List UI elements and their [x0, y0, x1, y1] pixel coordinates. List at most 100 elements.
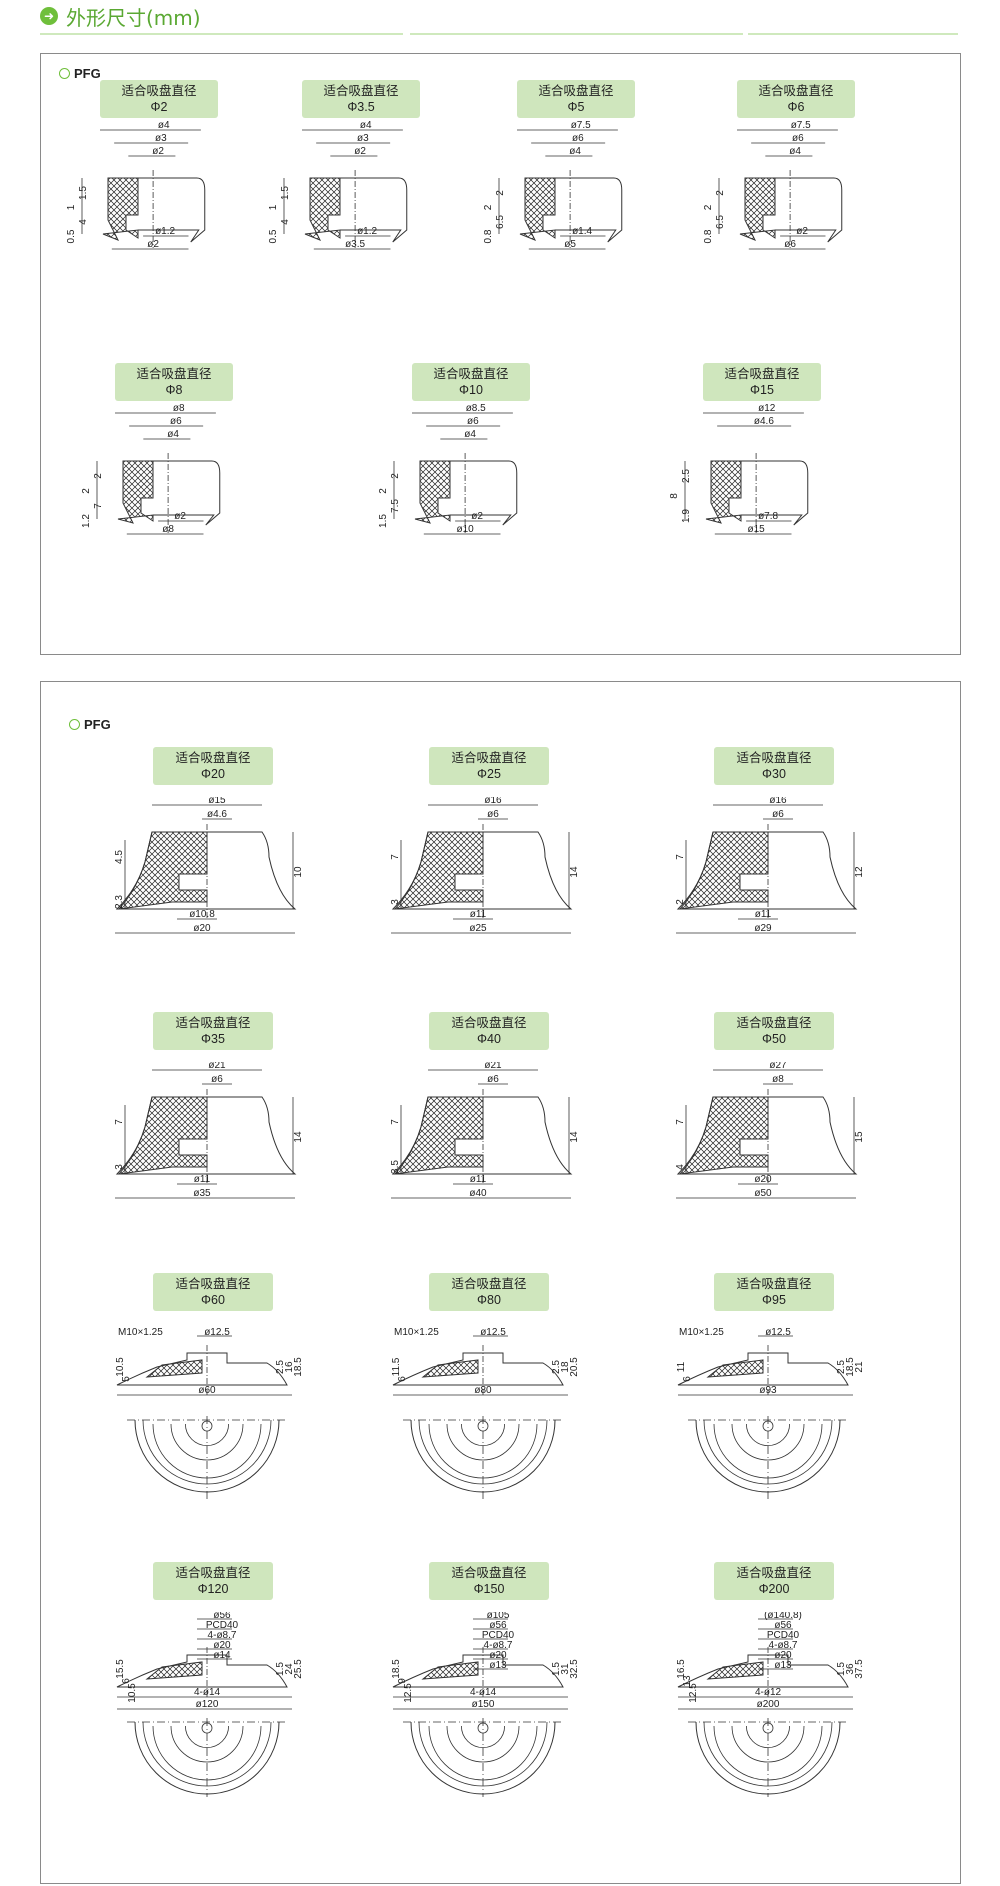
dimension-text: 6 [397, 1376, 408, 1382]
dimension-text: ø4 [167, 429, 179, 440]
dimension-text: 12.5 [688, 1683, 699, 1703]
dimension-text: ø8 [173, 403, 185, 414]
label-caption: 适合吸盘直径 [433, 367, 509, 381]
header-divider [40, 33, 403, 35]
circle-icon [69, 719, 80, 730]
dimension-text: 2 [675, 899, 686, 905]
cup-diameter: Φ25 [477, 767, 501, 781]
dimension-text: ø93 [759, 1385, 777, 1396]
dimension-text: ø6 [487, 809, 499, 820]
arrow-right-circle-icon: ➜ [40, 7, 58, 25]
dimension-text: 7 [675, 1119, 686, 1125]
dimension-text: 1 [268, 204, 279, 210]
dimension-text: ø8 [772, 1074, 784, 1085]
cup-size-label: 适合吸盘直径 Φ50 [714, 1012, 834, 1050]
dimension-text: ø13 [774, 1660, 792, 1671]
dimension-text: ø16 [769, 797, 787, 806]
dimension-text: 1.5 [551, 1662, 562, 1676]
dimension-text: 1.5 [378, 514, 389, 528]
dimension-text: 1.5 [836, 1662, 847, 1676]
dimension-text: 4-ø12 [755, 1687, 782, 1698]
dimension-text: 2.5 [275, 1360, 286, 1374]
dimension-text: 14 [293, 1131, 304, 1143]
dimension-text: 4-ø14 [470, 1687, 497, 1698]
cup-diameter: Φ5 [567, 100, 585, 114]
dimension-text: 25.5 [293, 1659, 304, 1679]
dimension-text: ø150 [472, 1699, 495, 1710]
dimension-text: 20.5 [569, 1357, 580, 1377]
dimension-text: ø50 [754, 1188, 772, 1199]
dimension-text: 11 [676, 1361, 687, 1372]
dimension-text: ø35 [193, 1188, 211, 1199]
dimension-text: 14 [569, 1131, 580, 1143]
section-header: ➜ 外形尺寸(mm) [40, 2, 201, 30]
cup-diameter: Φ15 [750, 383, 774, 397]
dimension-text: ø4.6 [754, 416, 774, 427]
dimension-text: 1.5 [275, 1662, 286, 1676]
dimension-text: ø6 [487, 1074, 499, 1085]
dimension-text: ø11 [470, 1174, 487, 1185]
dimension-text: 2.5 [551, 1360, 562, 1374]
dimension-text: PCD40 [482, 1630, 515, 1641]
dimension-text: 5 [121, 1376, 132, 1382]
dimension-text: 1 [66, 204, 77, 210]
dimension-text: 2 [93, 473, 104, 479]
label-caption: 适合吸盘直径 [136, 367, 212, 381]
dimension-text: ø60 [198, 1385, 216, 1396]
thread-spec: M10×1.25 [118, 1327, 163, 1338]
label-caption: 适合吸盘直径 [451, 1277, 527, 1291]
label-caption: 适合吸盘直径 [736, 1016, 812, 1030]
cup-diameter: Φ20 [201, 767, 225, 781]
dimension-text: 1.9 [681, 509, 692, 523]
dimension-text: ø3.5 [345, 239, 365, 250]
dimension-drawing: (ø140.8)ø56PCD404-ø8.7ø20ø1316.51312.51.… [676, 1612, 865, 1797]
circle-icon [59, 68, 70, 79]
dimension-text: 10.5 [127, 1683, 138, 1703]
dimension-text: ø7.8 [758, 511, 778, 522]
dimension-text: ø4 [158, 120, 170, 131]
dimension-text: ø12.5 [480, 1327, 506, 1338]
dimension-text: 16 [284, 1361, 295, 1373]
label-caption: 适合吸盘直径 [736, 751, 812, 765]
cup-diameter: Φ95 [762, 1293, 786, 1307]
dimension-text: 4 [280, 219, 291, 225]
dimension-text: ø2 [354, 146, 366, 157]
dimension-text: 18.5 [391, 1659, 402, 1679]
dimension-text: ø25 [469, 923, 487, 934]
dimension-text: 7 [675, 854, 686, 860]
cup-size-label: 适合吸盘直径 Φ25 [429, 747, 549, 785]
dimension-text: ø6 [467, 416, 479, 427]
header-divider [748, 33, 958, 35]
dimension-text: 3 [390, 899, 401, 905]
dimension-text: ø2 [147, 239, 159, 250]
dimension-text: 16.5 [676, 1659, 687, 1679]
panel-title: PFG [74, 66, 101, 81]
dimension-text: ø12 [758, 403, 776, 414]
label-caption: 适合吸盘直径 [451, 751, 527, 765]
panel-title: PFG [84, 717, 111, 732]
dimension-text: 9 [397, 1678, 408, 1684]
dimension-text: (ø140.8) [764, 1612, 802, 1621]
dimension-text: ø21 [208, 1062, 226, 1071]
dimension-text: ø1.4 [572, 226, 592, 237]
dimension-text: 2 [81, 488, 92, 494]
label-caption: 适合吸盘直径 [451, 1016, 527, 1030]
dimension-text: 4-ø14 [194, 1687, 221, 1698]
dimension-text: ø16 [484, 797, 502, 806]
dimension-text: 11.5 [391, 1357, 402, 1376]
dimension-text: ø27 [769, 1062, 787, 1071]
dimension-text: 0.8 [703, 229, 714, 243]
dimension-text: ø1.2 [155, 226, 175, 237]
cup-diameter: Φ50 [762, 1032, 786, 1046]
dimension-text: ø10 [456, 524, 474, 535]
